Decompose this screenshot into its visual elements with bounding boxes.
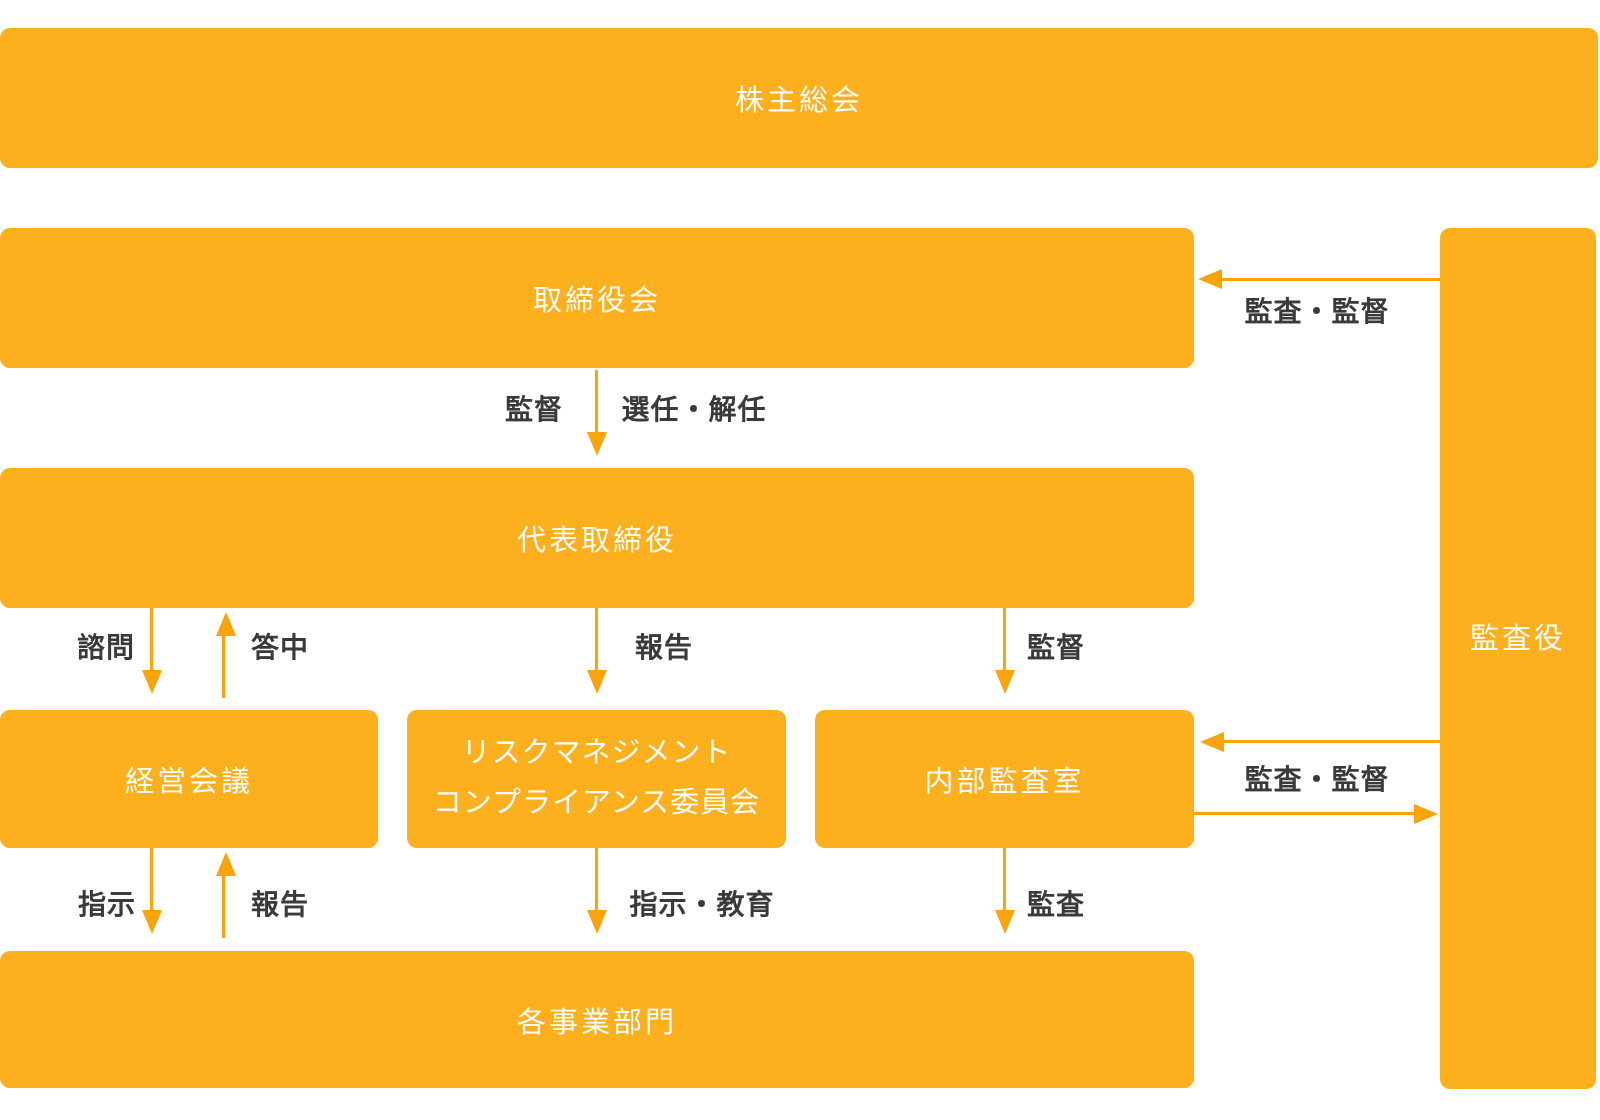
arrow-auditor-to-board-line (1222, 278, 1440, 281)
node-ceo: 代表取締役 (0, 468, 1194, 608)
arrow-risk-to-divisions-head (587, 910, 607, 934)
node-risk-committee-label-line2: コンプライアンス委員会 (432, 787, 761, 819)
arrow-ceo-to-risk-line (595, 608, 598, 670)
edge-label-audit: 監査 (1026, 889, 1086, 920)
node-shareholders: 株主総会 (0, 28, 1598, 168)
arrow-management-to-divisions-head (142, 910, 162, 934)
edge-label-supervise-board: 監督 (504, 394, 564, 425)
node-management-meeting: 経営会議 (0, 710, 378, 848)
arrow-board-to-ceo-head (587, 432, 607, 456)
node-ceo-label: 代表取締役 (516, 525, 677, 557)
node-management-meeting-label: 経営会議 (124, 766, 253, 798)
arrow-ceo-to-management-line (150, 608, 153, 670)
node-business-divisions: 各事業部門 (0, 951, 1194, 1088)
arrow-internal-audit-to-divisions-head (995, 910, 1015, 934)
arrow-risk-to-divisions-line (595, 848, 598, 910)
node-auditor-label: 監査役 (1469, 623, 1566, 655)
arrow-ceo-to-internal-audit-line (1003, 608, 1006, 670)
arrow-management-to-ceo-head (216, 612, 236, 636)
node-internal-audit-label: 内部監査室 (924, 766, 1085, 798)
arrow-management-to-ceo-line (222, 636, 225, 698)
arrow-divisions-to-management-head (216, 852, 236, 876)
edge-label-consult: 諮問 (76, 632, 136, 663)
edge-label-audit-supervise-mid: 監査・監督 (1244, 764, 1390, 795)
arrow-ceo-to-management-head (142, 670, 162, 694)
edge-label-appoint-dismiss: 選任・解任 (621, 394, 767, 425)
edge-label-instruct-educate: 指示・教育 (629, 889, 775, 920)
node-shareholders-label: 株主総会 (734, 85, 863, 117)
arrow-internal-audit-to-auditor-head (1414, 804, 1438, 824)
arrow-auditor-to-internal-audit-line (1224, 740, 1440, 743)
edge-label-audit-supervise-top: 監査・監督 (1244, 296, 1390, 327)
arrow-auditor-to-board-head (1198, 269, 1222, 289)
node-risk-committee-label-line1: リスクマネジメント (461, 737, 732, 770)
arrow-internal-audit-to-divisions-line (1003, 848, 1006, 910)
arrow-divisions-to-management-line (222, 876, 225, 938)
edge-label-supervise-ia: 監督 (1026, 632, 1086, 663)
edge-label-reply: 答中 (250, 632, 310, 663)
node-internal-audit: 内部監査室 (815, 710, 1194, 848)
arrow-board-to-ceo-line (595, 370, 598, 432)
edge-label-instruct: 指示 (77, 889, 137, 920)
arrow-management-to-divisions-line (150, 848, 153, 910)
arrow-ceo-to-internal-audit-head (995, 670, 1015, 694)
edge-label-report-mid: 報告 (634, 632, 694, 663)
node-auditor: 監査役 (1440, 228, 1596, 1089)
arrow-auditor-to-internal-audit-head (1200, 732, 1224, 752)
node-risk-committee: リスクマネジメント コンプライアンス委員会 (407, 710, 786, 848)
node-board-label: 取締役会 (532, 285, 661, 317)
arrow-internal-audit-to-auditor-line (1194, 812, 1414, 815)
node-board: 取締役会 (0, 228, 1194, 368)
edge-label-report-bottom: 報告 (250, 889, 310, 920)
arrow-ceo-to-risk-head (587, 670, 607, 694)
node-business-divisions-label: 各事業部門 (516, 1006, 677, 1039)
